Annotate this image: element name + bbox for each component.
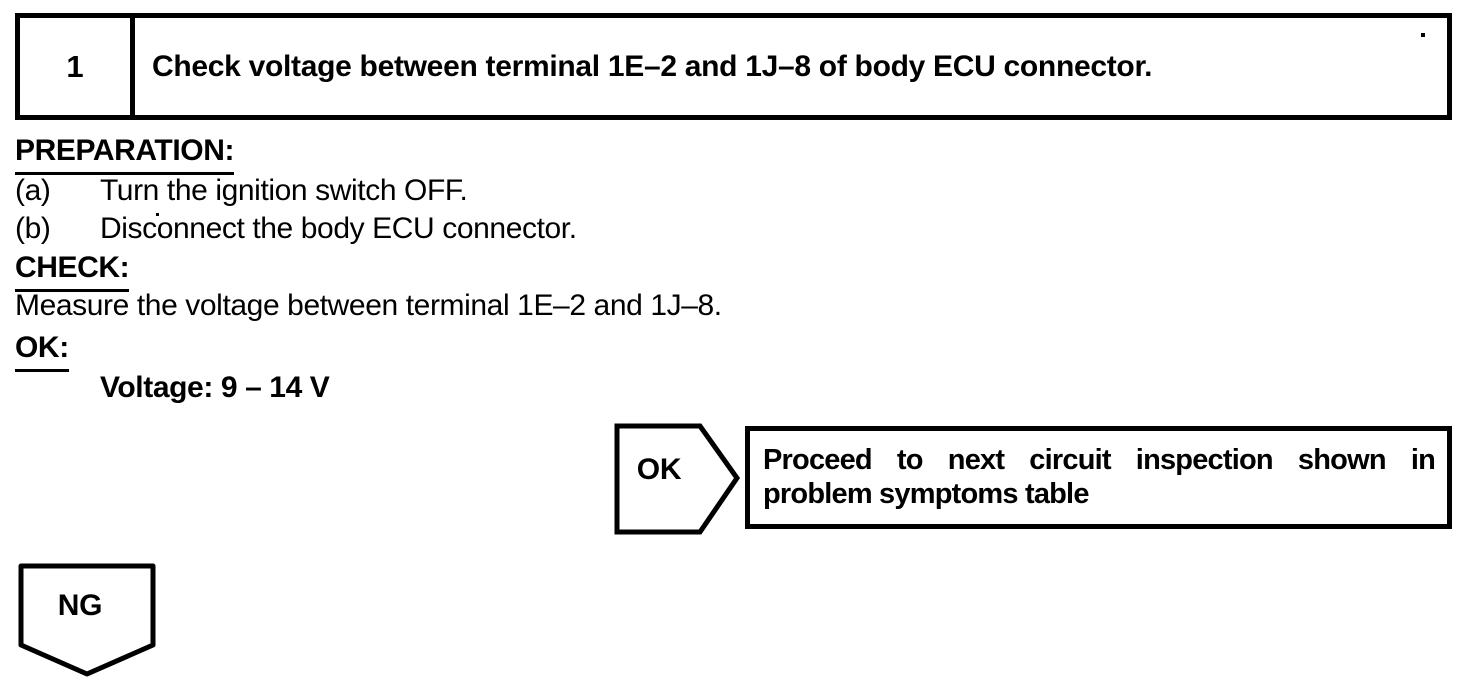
step-a-text: Turn the ignition switch OFF. (100, 174, 468, 207)
scan-artifact (156, 213, 159, 216)
step-number-cell: 1 (20, 18, 135, 115)
step-title: Check voltage between terminal 1E–2 and … (152, 49, 1153, 83)
check-heading: CHECK: (15, 250, 130, 292)
ok-branch-label: OK (636, 453, 682, 486)
step-header-box: 1 Check voltage between terminal 1E–2 an… (15, 13, 1452, 120)
step-a-label: (a) (15, 174, 51, 207)
preparation-step-a: (a) Turn the ignition switch OFF. (15, 173, 468, 209)
ok-result-box: Proceed to next circuit inspection shown… (745, 426, 1452, 529)
step-number: 1 (66, 48, 84, 84)
ok-branch-arrow-shape (614, 423, 741, 535)
ng-branch-arrow-shape (18, 563, 156, 677)
preparation-step-b: (b) Disconnect the body ECU connector. (15, 211, 577, 247)
check-text: Measure the voltage between terminal 1E–… (15, 289, 722, 322)
ok-result-line2: problem symptoms table (763, 478, 1089, 510)
ok-spec-value: Voltage: 9 – 14 V (100, 371, 330, 404)
step-b-text: Disconnect the body ECU connector. (100, 212, 577, 245)
ok-spec-heading: OK: (15, 330, 69, 372)
ok-result-line1: Proceed to next circuit inspection shown… (763, 444, 1436, 476)
scan-artifact (1421, 33, 1425, 37)
ng-branch-label: NG (57, 588, 103, 622)
preparation-heading: PREPARATION: (15, 133, 234, 175)
step-b-label: (b) (15, 212, 51, 245)
